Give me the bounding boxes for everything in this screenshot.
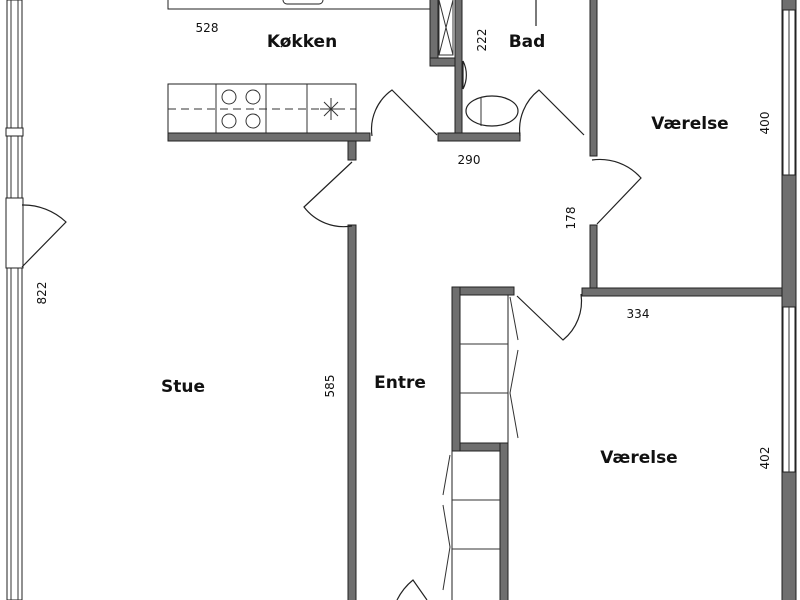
wall: [499, 442, 509, 600]
wardrobe: [459, 294, 519, 444]
wall: [437, 132, 521, 142]
shower-icon: [438, 0, 454, 56]
room-label-bedroom-1: Værelse: [651, 114, 729, 134]
wall: [451, 286, 515, 296]
wall: [454, 0, 463, 139]
dimension-hall-width: 290: [457, 153, 481, 167]
bedroom-2-door-swing: [516, 293, 583, 341]
washbasin-icon: [462, 60, 467, 90]
wall: [347, 224, 357, 600]
balcony-door-swing: [21, 204, 67, 268]
dimension-bathroom: 222: [475, 28, 489, 52]
sparkle-icon: [320, 98, 342, 120]
stove-icon: [221, 89, 261, 129]
wardrobe: [442, 450, 501, 600]
entry-door-swing: [396, 579, 428, 600]
dimension-entre: 585: [323, 374, 337, 398]
wall: [581, 287, 783, 297]
wall: [589, 0, 598, 157]
dimension-bedroom-2-width: 334: [626, 307, 650, 321]
kitchen-entry-swing: [370, 89, 438, 137]
wall: [167, 132, 371, 142]
room-label-living: Stue: [160, 377, 206, 397]
toilet-icon: [465, 95, 519, 127]
bathroom-door-swing: [518, 89, 585, 137]
dimension-kitchen-width: 528: [195, 21, 219, 35]
wall: [589, 224, 598, 296]
room-label-bedroom-2: Værelse: [600, 448, 678, 468]
dimension-living: 822: [35, 281, 49, 305]
dimension-bedroom-2: 402: [758, 446, 772, 470]
dimension-hall-segment: 178: [564, 206, 578, 230]
wall: [347, 140, 357, 161]
kitchen-door-swing: [303, 161, 353, 228]
room-label-kitchen: Køkken: [266, 32, 338, 52]
bedroom-1-door-swing: [591, 158, 642, 225]
dimension-bedroom-1: 400: [758, 111, 772, 135]
wall: [451, 286, 461, 453]
room-label-hallway: Entre: [374, 373, 426, 393]
left-exterior-window: [5, 0, 24, 600]
kitchen-sink: [282, 0, 324, 5]
room-label-bathroom: Bad: [508, 32, 546, 52]
kitchen-counter: [167, 83, 357, 134]
wall: [429, 0, 439, 65]
